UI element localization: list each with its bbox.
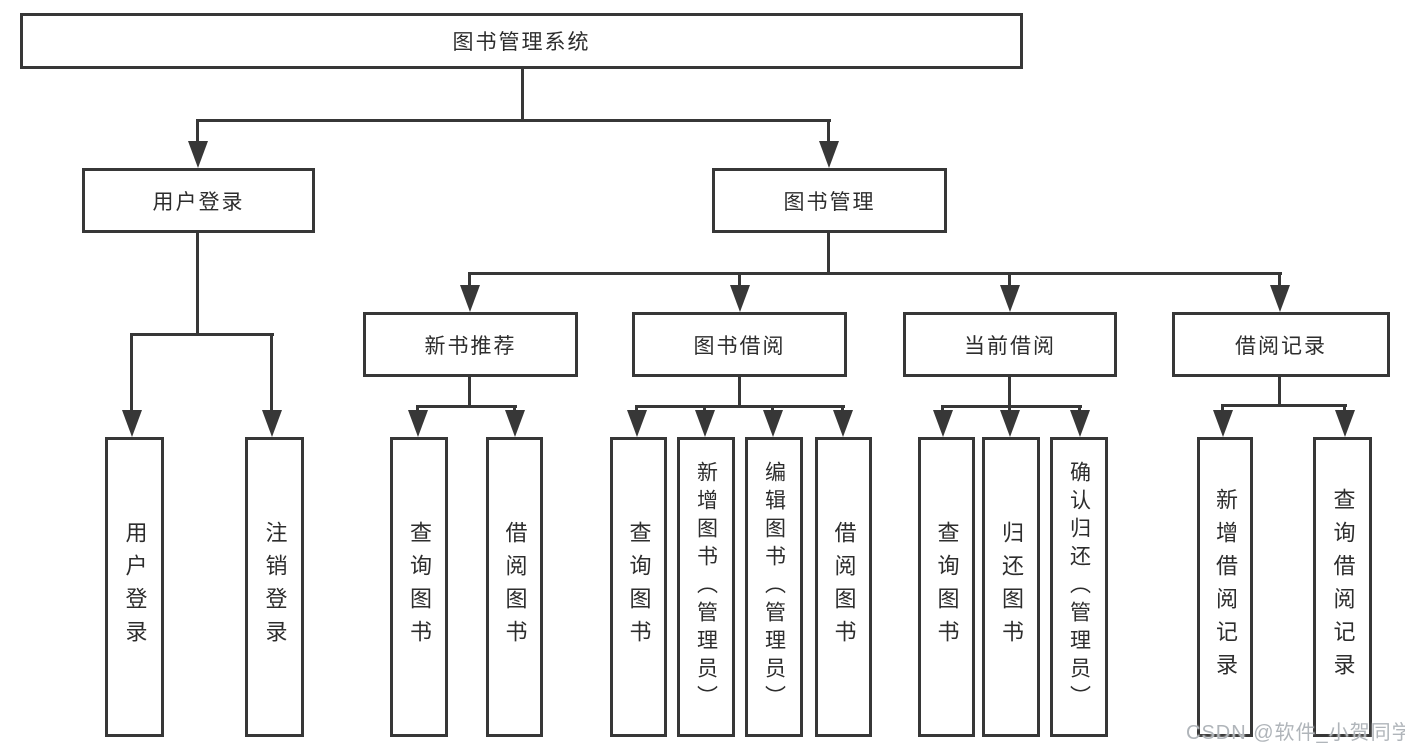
- connector-line: [635, 405, 845, 408]
- arrowhead-down-icon: [763, 410, 783, 437]
- node-label: 查询图书: [934, 521, 960, 653]
- leaf-confirm-return-admin: 确认归还（管理员）: [1050, 437, 1108, 737]
- node-borrow-records: 借阅记录: [1172, 312, 1390, 377]
- node-label: 确认归还（管理员）: [1067, 461, 1091, 713]
- connector-line: [197, 119, 831, 122]
- node-label: 图书管理系统: [452, 31, 591, 54]
- connector-line: [416, 405, 419, 413]
- connector-line: [1278, 272, 1281, 288]
- arrowhead-down-icon: [408, 410, 428, 437]
- node-book-borrow: 图书借阅: [632, 312, 847, 377]
- arrowhead-down-icon: [262, 410, 282, 437]
- arrowhead-down-icon: [1070, 410, 1090, 437]
- connector-line: [738, 377, 741, 407]
- connector-line: [513, 405, 516, 413]
- connector-line: [1221, 404, 1224, 413]
- leaf-query-books-borrow: 查询图书: [610, 437, 667, 737]
- connector-line: [941, 405, 1082, 408]
- arrowhead-down-icon: [819, 141, 839, 168]
- arrowhead-down-icon: [627, 410, 647, 437]
- leaf-logout: 注销登录: [245, 437, 304, 737]
- arrowhead-down-icon: [1270, 285, 1290, 312]
- node-label: 借阅图书: [831, 521, 857, 653]
- arrowhead-down-icon: [1335, 410, 1355, 437]
- node-book-management: 图书管理: [712, 168, 947, 233]
- node-label: 查询图书: [626, 521, 652, 653]
- arrowhead-down-icon: [833, 410, 853, 437]
- node-label: 归还图书: [999, 521, 1024, 653]
- node-label: 查询借阅记录: [1330, 488, 1356, 686]
- connector-line: [738, 272, 741, 288]
- connector-line: [635, 405, 638, 413]
- arrowhead-down-icon: [122, 410, 142, 437]
- connector-line: [416, 405, 517, 408]
- connector-line: [703, 405, 706, 413]
- arrowhead-down-icon: [1213, 410, 1233, 437]
- node-label: 新书推荐: [424, 334, 517, 358]
- leaf-edit-books-admin: 编辑图书（管理员）: [745, 437, 803, 737]
- connector-line: [771, 405, 774, 413]
- leaf-add-borrow-record: 新增借阅记录: [1197, 437, 1253, 737]
- leaf-user-login: 用户登录: [105, 437, 164, 737]
- connector-line: [130, 333, 133, 413]
- leaf-query-books-recommend: 查询图书: [390, 437, 448, 737]
- leaf-borrow-books: 借阅图书: [815, 437, 872, 737]
- connector-line: [468, 272, 1282, 275]
- connector-line: [130, 333, 274, 336]
- node-label: 注销登录: [262, 521, 288, 653]
- node-label: 用户登录: [122, 521, 148, 653]
- node-label: 新增借阅记录: [1213, 488, 1238, 686]
- leaf-query-borrow-record: 查询借阅记录: [1313, 437, 1372, 737]
- leaf-return-books: 归还图书: [982, 437, 1040, 737]
- connector-line: [1343, 404, 1346, 413]
- arrowhead-down-icon: [933, 410, 953, 437]
- leaf-borrow-books-recommend: 借阅图书: [486, 437, 543, 737]
- arrowhead-down-icon: [505, 410, 525, 437]
- node-label: 图书管理: [783, 190, 876, 214]
- node-label: 借阅记录: [1235, 334, 1327, 358]
- node-label: 查询图书: [407, 521, 432, 653]
- connector-line: [1008, 377, 1011, 407]
- connector-line: [1008, 272, 1011, 288]
- connector-line: [521, 69, 524, 120]
- node-label: 当前借阅: [964, 334, 1056, 358]
- node-label: 用户登录: [152, 190, 245, 214]
- connector-line: [941, 405, 944, 413]
- arrowhead-down-icon: [460, 285, 480, 312]
- connector-line: [196, 119, 199, 143]
- connector-line: [827, 119, 830, 143]
- arrowhead-down-icon: [188, 141, 208, 168]
- node-label: 新增图书（管理员）: [694, 461, 718, 713]
- node-library-system: 图书管理系统: [20, 13, 1023, 69]
- node-user-login: 用户登录: [82, 168, 315, 233]
- connector-line: [1221, 404, 1347, 407]
- connector-line: [468, 377, 471, 407]
- connector-line: [468, 272, 471, 288]
- arrowhead-down-icon: [1000, 410, 1020, 437]
- arrowhead-down-icon: [695, 410, 715, 437]
- node-label: 借阅图书: [502, 521, 528, 653]
- arrowhead-down-icon: [730, 285, 750, 312]
- node-label: 图书借阅: [693, 334, 786, 358]
- arrowhead-down-icon: [1000, 285, 1020, 312]
- connector-line: [841, 405, 844, 413]
- watermark: CSDN @软件_小贺同学: [1186, 722, 1405, 744]
- node-current-borrow: 当前借阅: [903, 312, 1117, 377]
- connector-line: [827, 233, 830, 275]
- connector-line: [1078, 405, 1081, 413]
- leaf-query-books-current: 查询图书: [918, 437, 975, 737]
- leaf-add-books-admin: 新增图书（管理员）: [677, 437, 735, 737]
- node-label: 编辑图书（管理员）: [762, 461, 786, 713]
- connector-line: [1008, 405, 1011, 413]
- node-new-book-recommend: 新书推荐: [363, 312, 578, 377]
- connector-line: [196, 233, 199, 336]
- connector-line: [270, 333, 273, 413]
- connector-line: [1278, 377, 1281, 406]
